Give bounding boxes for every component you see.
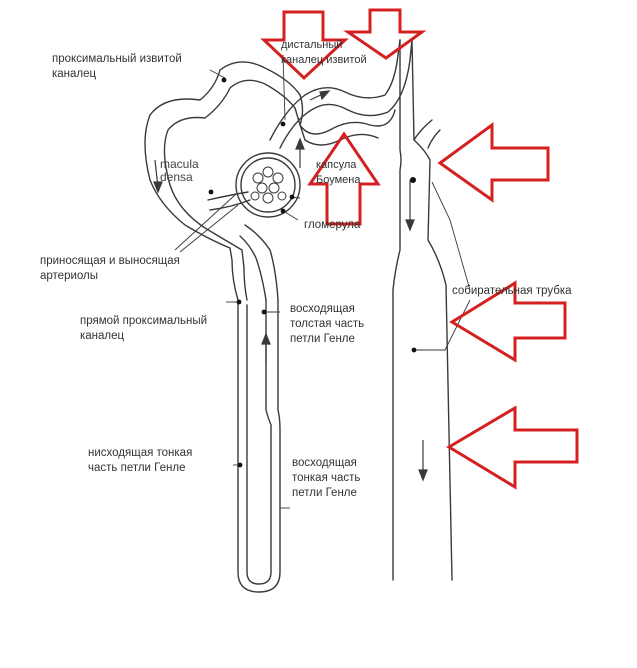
distal-loop-2: [294, 107, 379, 146]
collecting-duct-branch: [413, 119, 433, 141]
label-proximal-convoluted: проксимальный извитой каналец: [52, 52, 182, 82]
bowman-capsule-inner: [240, 157, 296, 213]
proximal-tubule-outer: [144, 61, 301, 301]
label-thin-ascending: восходящая тонкая часть петли Генле: [292, 456, 360, 501]
thick-ascending-inner: [239, 235, 267, 301]
efferent-arteriole: [209, 199, 251, 211]
proximal-tubule-inner: [163, 79, 296, 301]
red-arrow-left-1: [437, 122, 550, 203]
loop-of-henle: [237, 299, 281, 593]
label-line: каналец извитой: [281, 54, 367, 66]
distal-loop: [299, 94, 396, 135]
label-line: тонкая часть: [292, 472, 361, 484]
distal-tubule-outer: [269, 39, 401, 141]
label-line: восходящая: [290, 303, 355, 315]
label-line: толстая часть: [290, 318, 365, 330]
label-line: нисходящая тонкая: [88, 447, 193, 459]
label-line: артериолы: [40, 270, 99, 282]
label-thin-descending: нисходящая тонкая часть петли Генле: [88, 446, 192, 476]
label-line: проксимальный извитой: [52, 53, 182, 65]
label-collecting-duct: собирательная трубка: [452, 285, 572, 297]
bowman-capsule: [235, 152, 301, 218]
label-line: каналец: [52, 68, 97, 80]
red-arrow-left-3: [446, 405, 579, 490]
collecting-duct-right: [411, 39, 453, 581]
label-line: прямой проксимальный: [80, 315, 208, 327]
label-straight-proximal: прямой проксимальный каналец: [80, 314, 207, 344]
label-line: дистальный: [281, 39, 343, 51]
label-arterioles: приносящая и выносящая артериолы: [40, 254, 180, 284]
loop-of-henle-inner: [246, 299, 272, 585]
label-macula-densa: macula densa: [160, 158, 199, 184]
label-line: часть петли Генле: [88, 462, 186, 474]
collecting-duct-branch-2: [427, 129, 441, 149]
label-line: петли Генле: [290, 333, 355, 345]
label-glomerulus: гломерула: [304, 219, 361, 231]
label-line: петли Генле: [292, 487, 357, 499]
label-line: приносящая и выносящая: [40, 255, 180, 267]
thick-ascending-outer: [244, 224, 279, 301]
label-line: Боумена: [316, 174, 361, 186]
label-line: каналец: [80, 330, 125, 342]
red-arrow-left-2: [449, 280, 567, 363]
red-arrow-down-1: [260, 10, 349, 81]
label-distal-convoluted: дистальный каналец извитой: [281, 38, 367, 68]
label-line: densa: [160, 170, 193, 184]
glomerulus-coils: [250, 166, 287, 204]
collecting-duct-left: [392, 39, 402, 581]
label-line: восходящая: [292, 457, 357, 469]
red-arrow-down-2: [343, 8, 427, 60]
label-line: капсула: [316, 159, 357, 171]
afferent-arteriole: [207, 191, 249, 201]
label-thick-ascending: восходящая толстая часть петли Генле: [290, 302, 364, 347]
label-bowman-capsule: капсула Боумена: [316, 158, 360, 188]
red-arrow-up: [307, 131, 381, 226]
label-line: macula: [160, 157, 199, 171]
